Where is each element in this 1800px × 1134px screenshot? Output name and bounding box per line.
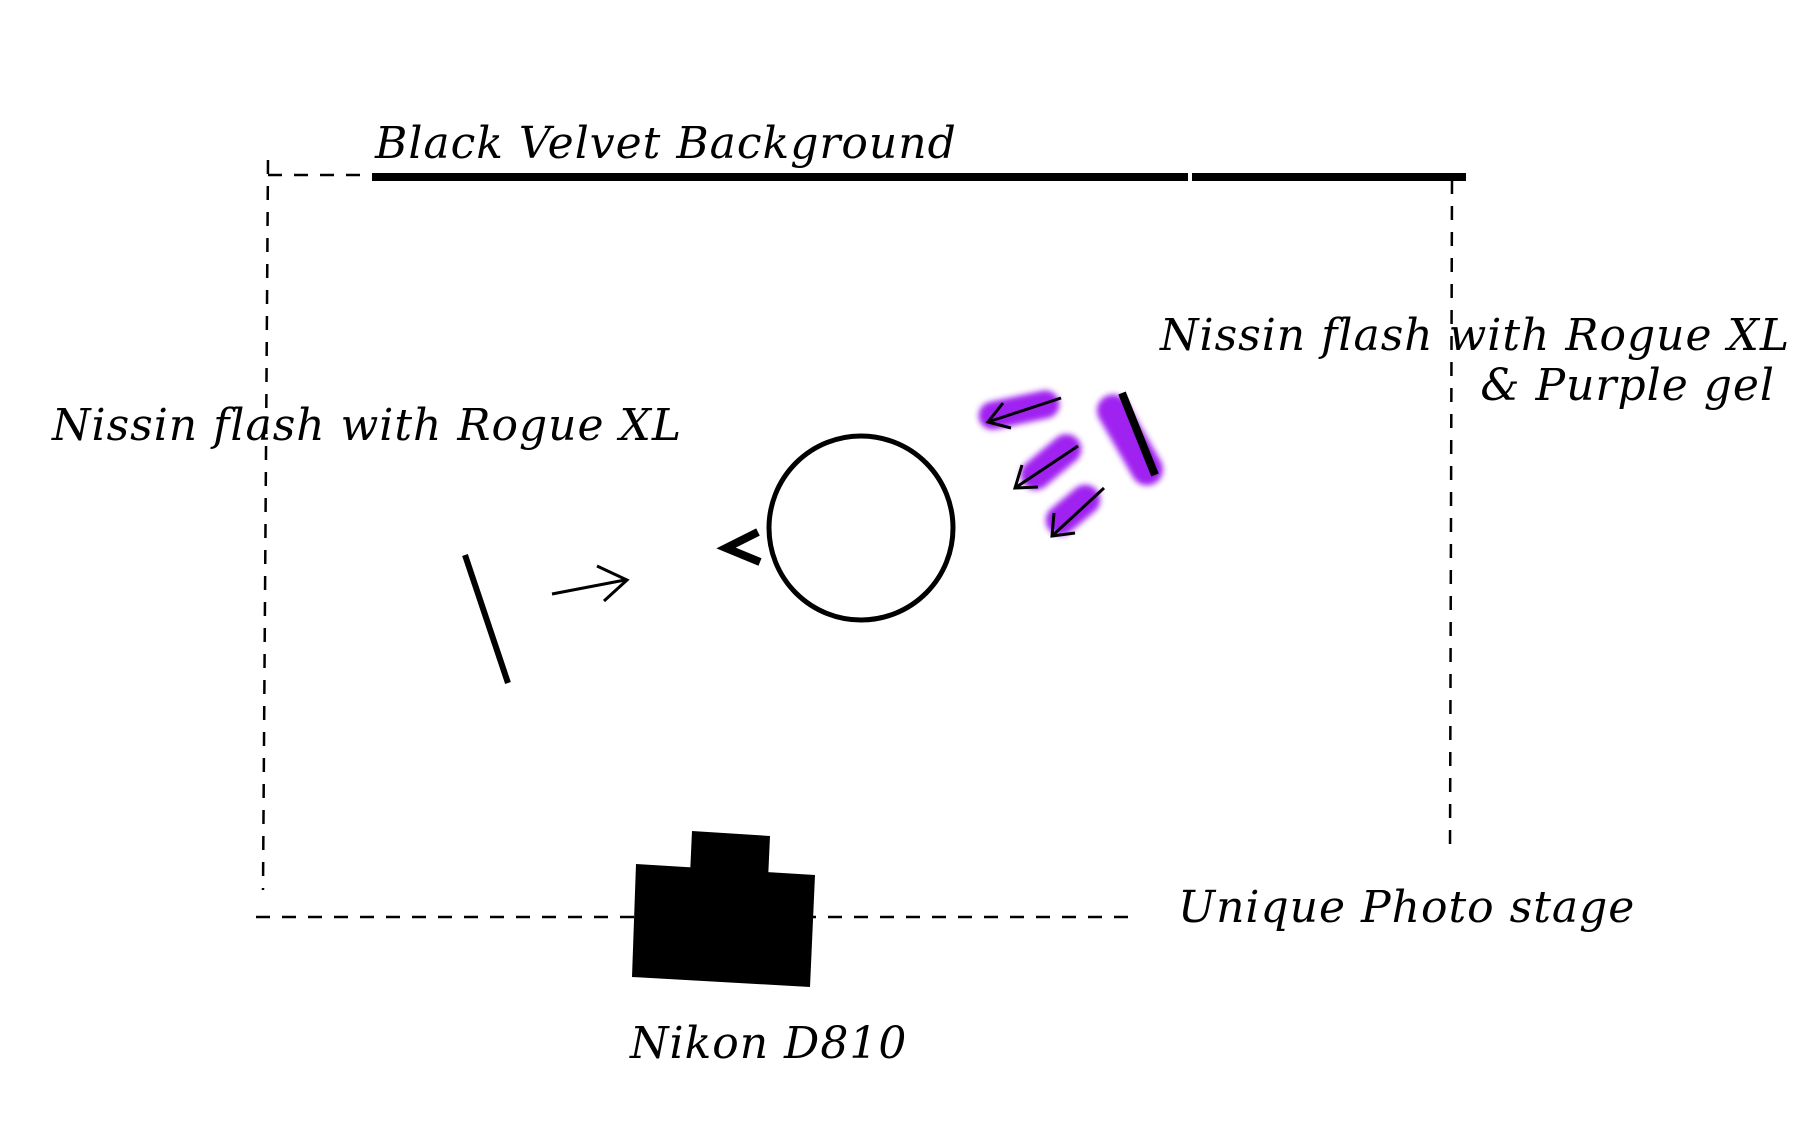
right-flash — [978, 390, 1163, 538]
left-flash — [462, 554, 630, 684]
right-flash-label-line2: & Purple gel — [1480, 360, 1775, 411]
background-label: Black Velvet Background — [374, 118, 957, 169]
camera-label: Nikon D810 — [629, 1018, 907, 1069]
stage-outline — [256, 159, 1454, 919]
camera-icon — [632, 831, 815, 987]
right-flash-label-line1: Nissin flash with Rogue XL — [1159, 310, 1790, 361]
stage-label: Unique Photo stage — [1178, 882, 1635, 933]
facing-marker-icon — [716, 528, 762, 566]
left-flash-arrow-icon — [551, 564, 630, 603]
left-flash-label: Nissin flash with Rogue XL — [51, 400, 682, 451]
subject-circle — [766, 433, 956, 623]
purple-gel-arrow-icons — [985, 396, 1106, 538]
